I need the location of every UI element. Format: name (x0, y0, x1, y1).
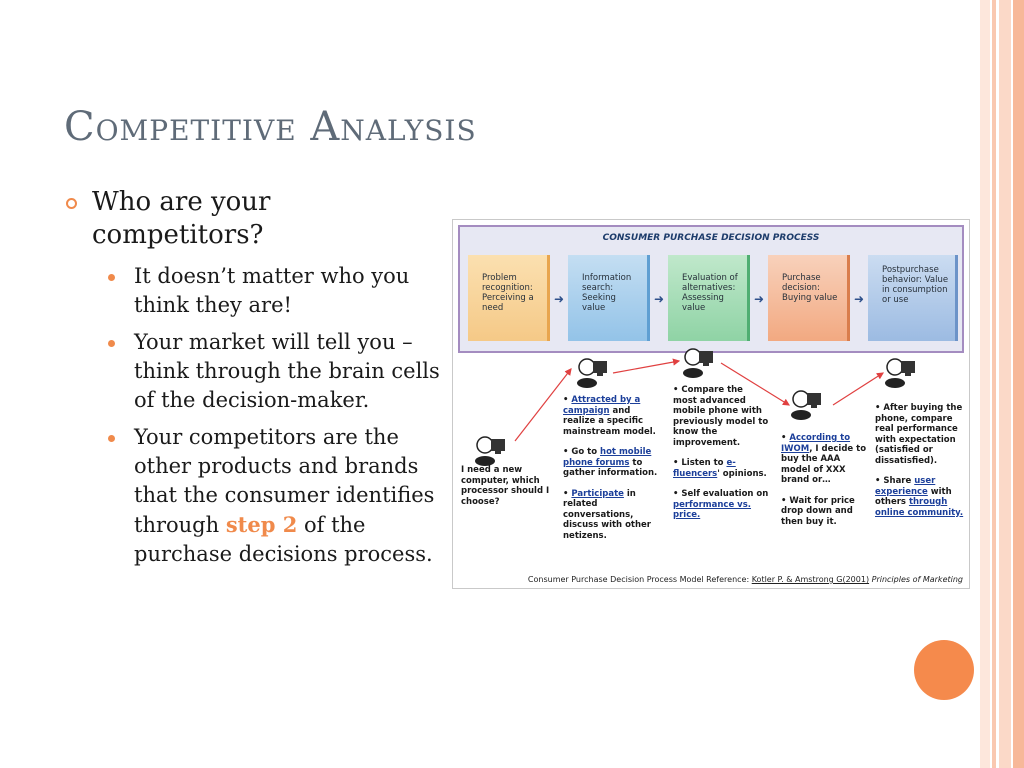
stage-box: Problem recognition: Perceiving a need (468, 255, 550, 341)
stage-label: Evaluation of alternatives: Assessing va… (682, 273, 738, 313)
reference-text: Consumer Purchase Decision Process Model… (527, 575, 752, 584)
note-link: through online community. (875, 497, 964, 518)
stage3-notes: • Compare the most advanced mobile phone… (673, 385, 769, 521)
note-text: • Share (875, 476, 915, 486)
arrow-icon: ➜ (753, 292, 765, 306)
question-text: I need a new computer, which processor s… (461, 465, 550, 507)
person-computer-icon (683, 348, 713, 378)
stage-box: Purchase decision: Buying value (768, 255, 850, 341)
note-text: and realize a specific mainstream model. (563, 405, 656, 437)
reference-authors: Kotler P. & Amstrong G(2001) (751, 575, 870, 584)
decorative-circle (914, 640, 974, 700)
stage-box: Postpurchase behavior: Value in consumpt… (868, 255, 958, 341)
arrow-icon: ➜ (653, 292, 665, 306)
person-computer-icon (885, 358, 915, 388)
reference-book: Principles of Marketing (871, 575, 963, 584)
sub-bullet: Your market will tell you – think throug… (108, 328, 448, 415)
note-text: • Self evaluation on (673, 489, 769, 499)
stage2-notes: • Attracted by a campaign and realize a … (563, 395, 661, 541)
purchase-process-figure: CONSUMER PURCHASE DECISION PROCESS Probl… (452, 219, 970, 589)
sub-bullet-text: Your market will tell you – think throug… (134, 330, 440, 412)
sub-bullet-dot (108, 274, 115, 281)
note-link: e-fluencers (673, 458, 736, 479)
note-text: to gather information. (563, 457, 658, 479)
note: • Listen to e-fluencers' opinions. (673, 458, 769, 479)
note-link: Attracted by a campaign (563, 395, 641, 416)
note: • Wait for price drop down and then buy … (781, 495, 855, 527)
note-text: • (781, 433, 790, 443)
person-computer-icon (791, 390, 821, 420)
stripe-decoration (992, 0, 996, 768)
arrow-icon: ➜ (553, 292, 565, 306)
person-computer-icon (577, 358, 607, 388)
stage5-notes: • After buying the phone, compare real p… (875, 403, 965, 518)
person-computer-icon (475, 436, 505, 466)
stripe-decoration (999, 0, 1011, 768)
note: • After buying the phone, compare real p… (875, 403, 963, 466)
sub-bullet: It doesn’t matter who you think they are… (108, 262, 448, 320)
note-text: • Go to (563, 447, 601, 457)
process-header-panel: CONSUMER PURCHASE DECISION PROCESS Probl… (458, 225, 964, 353)
journey-arrows (514, 358, 885, 442)
note: • Participate in related conversations, … (563, 489, 661, 542)
note: • Attracted by a campaign and realize a … (563, 395, 661, 437)
note: • Compare the most advanced mobile phone… (673, 385, 769, 448)
slide-title: Competitive Analysis (64, 104, 477, 150)
consumer-journey-panel: I need a new computer, which processor s… (453, 348, 969, 588)
note-link: hot mobile phone forums (563, 447, 652, 468)
sub-bullet-dot (108, 435, 115, 442)
step-highlight: step 2 (225, 512, 298, 537)
stage-label: Problem recognition: Perceiving a need (482, 273, 534, 313)
arrow-icon: ➜ (853, 292, 865, 306)
sub-bullet-text-pre: Your competitors are the other products … (134, 425, 435, 537)
sub-bullet-text-post: of the purchase decisions process. (134, 513, 433, 566)
note: • Go to hot mobile phone forums to gathe… (563, 447, 661, 479)
stage-label: Postpurchase behavior: Value in consumpt… (882, 265, 949, 305)
sub-bullet-text: It doesn’t matter who you think they are… (134, 264, 410, 317)
note: • Self evaluation on performance vs. pri… (673, 489, 769, 521)
note-link: Participate (571, 488, 624, 499)
note-link: performance vs. price. (673, 499, 752, 521)
bullet-icon (66, 198, 77, 209)
figure-title: CONSUMER PURCHASE DECISION PROCESS (602, 233, 820, 243)
note-link: user experience (875, 476, 936, 497)
note-text: ' opinions. (717, 468, 767, 479)
stage-label: Information search: Seeking value (582, 273, 632, 313)
note: • According to IWOM, I decide to buy the… (781, 433, 869, 486)
sub-bullet-list: It doesn’t matter who you think they are… (108, 262, 448, 577)
stripe-decoration (1013, 0, 1024, 768)
sub-bullet-dot (108, 340, 115, 347)
note-text: , I decide to buy the AAA model of XXX b… (781, 443, 867, 486)
note-text: • (563, 488, 572, 499)
stage-box: Information search: Seeking value (568, 255, 650, 341)
note-text: in related conversations, discuss with o… (563, 488, 651, 541)
stage1-note: I need a new computer, which processor s… (461, 465, 557, 507)
note-text: • Listen to (673, 458, 727, 468)
note-text: • (563, 395, 572, 405)
note-text: with others (875, 486, 952, 508)
stage-box: Evaluation of alternatives: Assessing va… (668, 255, 750, 341)
bullet-text: Who are your competitors? (92, 187, 271, 250)
stage4-notes: • According to IWOM, I decide to buy the… (781, 433, 869, 527)
note: • Share user experience with others thro… (875, 476, 965, 518)
sub-bullet: Your competitors are the other products … (108, 423, 448, 569)
note-link: According to IWOM (781, 433, 851, 454)
stripe-decoration (980, 0, 990, 768)
figure-reference: Consumer Purchase Decision Process Model… (453, 575, 969, 584)
stage-label: Purchase decision: Buying value (782, 273, 838, 303)
